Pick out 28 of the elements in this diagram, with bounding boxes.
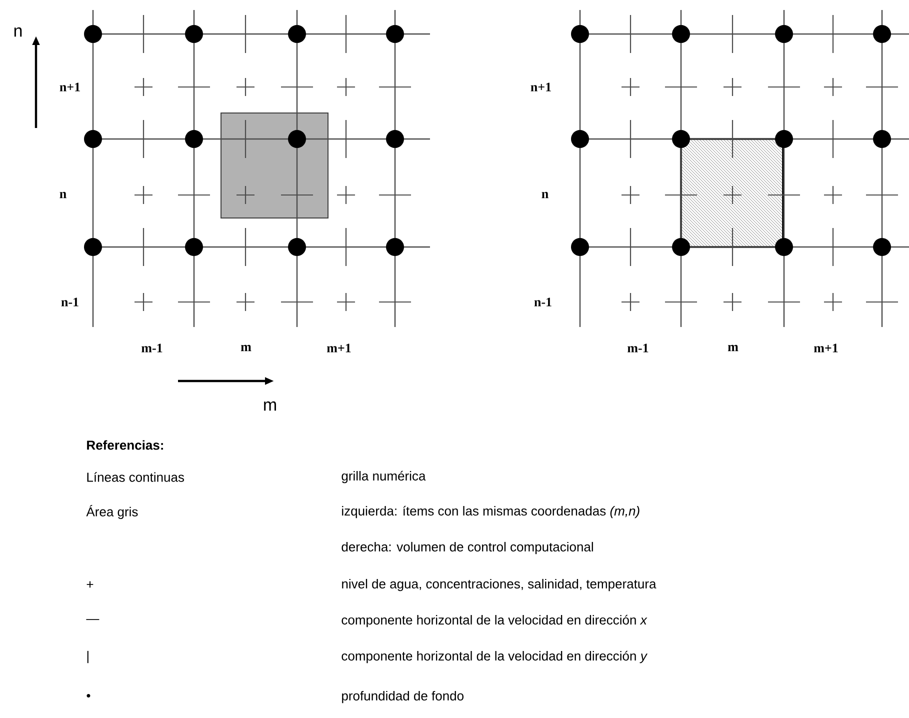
row-label: n+1 <box>530 82 551 92</box>
column-label: m-1 <box>142 344 162 352</box>
legend-description: grilla numérica <box>342 470 426 484</box>
legend-key: Líneas continuas <box>87 472 184 482</box>
legend-key: Área gris <box>86 505 138 519</box>
row-label: n+1 <box>60 82 80 92</box>
column-label: m+1 <box>814 344 838 352</box>
axis-label: n <box>14 27 22 37</box>
legend-heading: Referencias: <box>87 440 163 450</box>
legend-description: derecha: volumen de control computacional <box>342 542 593 554</box>
legend-key: • <box>86 694 90 698</box>
row-label: n <box>542 192 548 198</box>
legend-description: componente horizontal de la velocidad en dirección y <box>342 650 648 664</box>
legend-key: | <box>87 650 88 664</box>
legend-description: profundidad de fondo <box>342 690 464 704</box>
column-label: m <box>240 344 252 352</box>
column-label: m-1 <box>628 344 648 352</box>
column-label: m+1 <box>326 344 351 352</box>
legend-description: izquierda: ítems con las mismas coordenadas (m,n) <box>342 506 640 518</box>
row-label: n <box>60 192 66 198</box>
axis-label: m <box>264 401 276 411</box>
column-label: m <box>728 344 738 352</box>
legend-description: nivel de agua, concentraciones, salinidad, temperatura <box>342 578 656 592</box>
legend-key: — <box>86 619 100 620</box>
legend-description: componente horizontal de la velocidad en dirección x <box>342 614 648 628</box>
row-label: n-1 <box>534 298 552 306</box>
row-label: n-1 <box>61 298 78 306</box>
legend-key: + <box>86 581 94 588</box>
